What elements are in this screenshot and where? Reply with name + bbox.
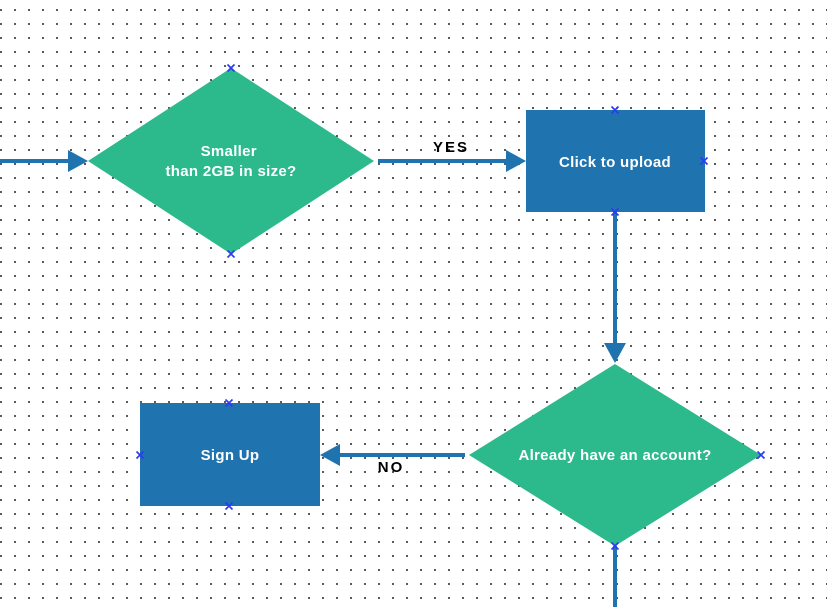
- edge-label-no[interactable]: NO: [378, 459, 405, 476]
- connection-point-icon[interactable]: [756, 450, 766, 460]
- arrowhead-icon: [506, 150, 526, 172]
- connection-point-icon[interactable]: [226, 249, 236, 259]
- node-label: Already have an account?: [518, 447, 711, 464]
- node-process-click-to-upload[interactable]: Click to upload: [526, 110, 705, 212]
- edge-yes-to-upload[interactable]: YES: [378, 139, 526, 172]
- connection-point-icon[interactable]: [610, 105, 620, 115]
- connection-point-icon[interactable]: [224, 501, 234, 511]
- rectangle-shape[interactable]: [526, 110, 705, 212]
- arrowhead-icon: [68, 150, 88, 172]
- node-process-sign-up[interactable]: Sign Up: [140, 403, 320, 506]
- node-decision-already-have-account[interactable]: Already have an account?: [469, 364, 761, 546]
- edge-label-yes[interactable]: YES: [433, 139, 469, 156]
- arrowhead-icon: [604, 343, 626, 363]
- connection-point-icon[interactable]: [135, 450, 145, 460]
- diamond-shape[interactable]: [88, 68, 374, 254]
- edge-upload-to-account[interactable]: [604, 212, 626, 363]
- connection-point-markers: [135, 63, 766, 551]
- edge-entry-arrow[interactable]: [0, 150, 88, 172]
- diamond-shape[interactable]: [469, 364, 761, 546]
- arrowhead-icon: [320, 444, 340, 466]
- node-decision-smaller-than-2gb[interactable]: Smaller than 2GB in size?: [88, 68, 374, 254]
- node-label: Smaller than 2GB in size?: [166, 143, 297, 180]
- connection-point-icon[interactable]: [610, 541, 620, 551]
- connection-point-icon[interactable]: [224, 398, 234, 408]
- edge-no-to-sign-up[interactable]: NO: [320, 444, 465, 476]
- connection-point-icon[interactable]: [610, 207, 620, 217]
- rectangle-shape[interactable]: [140, 403, 320, 506]
- node-label: Click to upload: [559, 154, 671, 171]
- connection-point-icon[interactable]: [699, 156, 709, 166]
- node-label: Sign Up: [201, 447, 260, 464]
- connection-point-icon[interactable]: [226, 63, 236, 73]
